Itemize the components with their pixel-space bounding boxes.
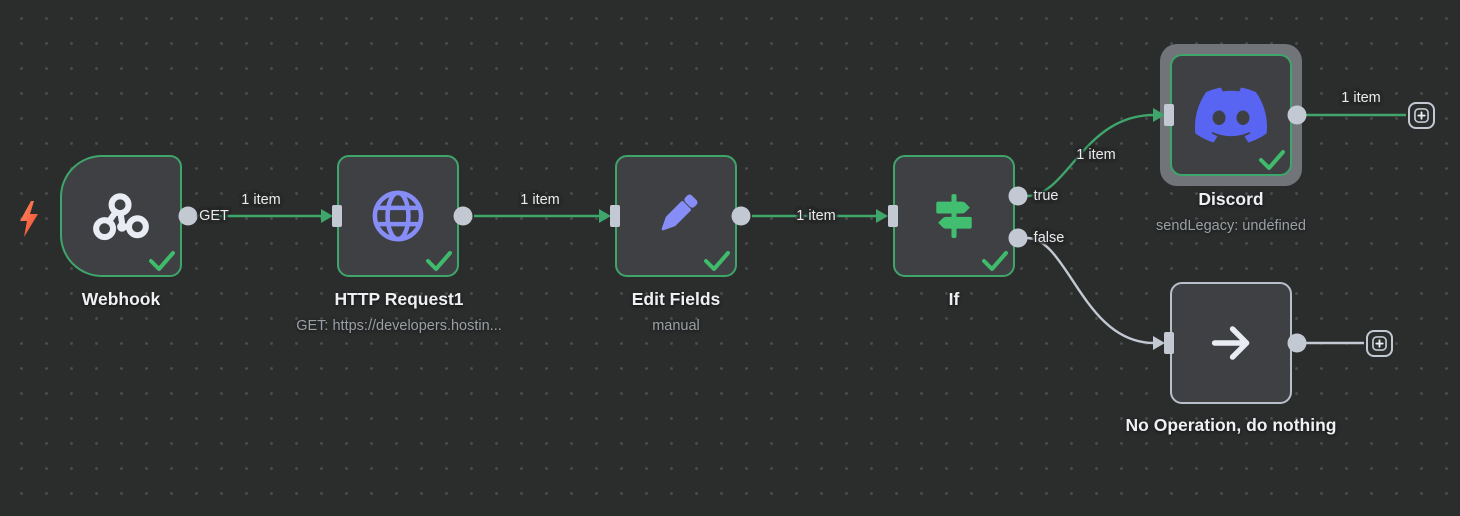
check-icon — [982, 251, 1008, 271]
pencil-icon — [617, 157, 735, 275]
discord-icon — [1172, 56, 1290, 174]
output-port-if-true[interactable] — [1008, 186, 1028, 206]
signpost-icon — [895, 157, 1013, 275]
input-port-if[interactable] — [888, 205, 898, 227]
check-icon — [1259, 150, 1285, 170]
check-icon — [704, 251, 730, 271]
node-http-request[interactable] — [337, 155, 459, 277]
plus-icon — [1372, 336, 1387, 351]
output-port-if-false[interactable] — [1008, 228, 1028, 248]
arrowhead-icon — [599, 209, 611, 223]
webhook-icon — [62, 157, 180, 275]
node-subtitle-edit-fields: manual — [652, 318, 700, 334]
connection-label-items: 1 item — [796, 208, 836, 224]
output-label-false: false — [1033, 230, 1065, 246]
input-port-no-operation[interactable] — [1164, 332, 1174, 354]
input-port-http-request[interactable] — [332, 205, 342, 227]
node-title-discord: Discord — [1198, 189, 1264, 209]
connection-if-false-noop[interactable] — [1026, 236, 1155, 345]
connection-label-items: 1 item — [1076, 147, 1116, 163]
arrowhead-icon — [876, 209, 888, 223]
connection-label-items: 1 item — [241, 192, 281, 208]
node-webhook[interactable] — [60, 155, 182, 277]
arrowhead-icon — [1153, 108, 1165, 122]
connection-if-true-discord[interactable] — [1026, 113, 1155, 198]
arrowhead-icon — [321, 209, 333, 223]
add-node-button[interactable] — [1408, 102, 1435, 129]
output-port-no-operation[interactable] — [1287, 333, 1307, 353]
output-port-discord[interactable] — [1287, 105, 1307, 125]
output-label-true: true — [1033, 188, 1059, 204]
node-title-edit-fields: Edit Fields — [631, 289, 721, 309]
node-title-no-operation: No Operation, do nothing — [1125, 415, 1337, 435]
add-node-button[interactable] — [1366, 330, 1393, 357]
node-title-webhook: Webhook — [81, 289, 161, 309]
node-title-http-request: HTTP Request1 — [334, 289, 464, 309]
output-port-webhook[interactable] — [178, 206, 198, 226]
check-icon — [426, 251, 452, 271]
node-subtitle-http-request: GET: https://developers.hostin... — [296, 318, 502, 334]
output-port-edit-fields[interactable] — [731, 206, 751, 226]
connection-tag-get: GET — [199, 208, 229, 224]
arrowhead-icon — [1153, 336, 1165, 350]
connection-label-items: 1 item — [1341, 90, 1381, 106]
input-port-discord[interactable] — [1164, 104, 1174, 126]
arrow-right-icon — [1172, 284, 1290, 402]
check-icon — [149, 251, 175, 271]
globe-icon — [339, 157, 457, 275]
connection-label-items: 1 item — [520, 192, 560, 208]
input-port-edit-fields[interactable] — [610, 205, 620, 227]
node-subtitle-discord: sendLegacy: undefined — [1156, 218, 1306, 234]
output-port-http-request[interactable] — [453, 206, 473, 226]
lightning-bolt-icon — [20, 201, 38, 237]
plus-icon — [1414, 108, 1429, 123]
node-title-if: If — [948, 289, 960, 309]
